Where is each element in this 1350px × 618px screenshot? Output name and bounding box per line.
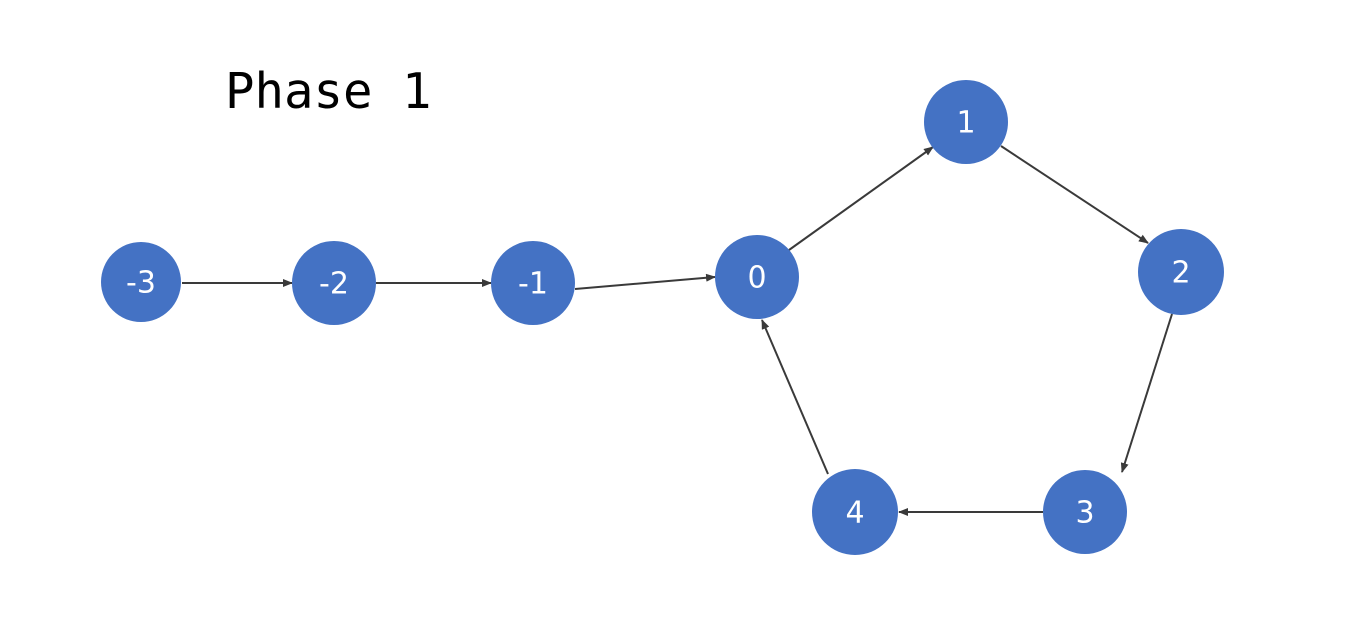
node-circle-3[interactable] bbox=[1043, 470, 1127, 554]
edges-layer bbox=[182, 145, 1173, 516]
edge-2-to-3 bbox=[1120, 313, 1173, 473]
edge-0-to-1 bbox=[788, 146, 934, 251]
graph-node--3[interactable]: -3 bbox=[101, 242, 181, 322]
node-label-0: 0 bbox=[747, 261, 766, 296]
node-circle-4[interactable] bbox=[812, 469, 898, 555]
node-label--1: -1 bbox=[518, 267, 548, 302]
node-label--2: -2 bbox=[319, 267, 349, 302]
graph-node-3[interactable]: 3 bbox=[1043, 470, 1127, 554]
edge-1-to-2 bbox=[1000, 145, 1149, 244]
graph-node--2[interactable]: -2 bbox=[292, 241, 376, 325]
node-label-3: 3 bbox=[1075, 496, 1094, 531]
node-circle-2[interactable] bbox=[1138, 229, 1224, 315]
node-label-4: 4 bbox=[845, 496, 864, 531]
edge-4-to-0 bbox=[761, 319, 829, 475]
graph-node-1[interactable]: 1 bbox=[924, 80, 1008, 164]
node-circle--3[interactable] bbox=[101, 242, 181, 322]
page-title: Phase 1 bbox=[225, 63, 432, 120]
edge--1-to-0 bbox=[574, 273, 716, 290]
node-circle--1[interactable] bbox=[491, 241, 575, 325]
node-circle-0[interactable] bbox=[715, 235, 799, 319]
graph-node-2[interactable]: 2 bbox=[1138, 229, 1224, 315]
graph-node-4[interactable]: 4 bbox=[812, 469, 898, 555]
graph-node-0[interactable]: 0 bbox=[715, 235, 799, 319]
nodes-layer: -3 -2 -1 0 1 2 3 4 bbox=[101, 80, 1224, 555]
node-label-2: 2 bbox=[1171, 256, 1190, 291]
graph-node--1[interactable]: -1 bbox=[491, 241, 575, 325]
node-circle-1[interactable] bbox=[924, 80, 1008, 164]
node-circle--2[interactable] bbox=[292, 241, 376, 325]
node-label-1: 1 bbox=[956, 106, 975, 141]
node-label--3: -3 bbox=[126, 266, 156, 301]
